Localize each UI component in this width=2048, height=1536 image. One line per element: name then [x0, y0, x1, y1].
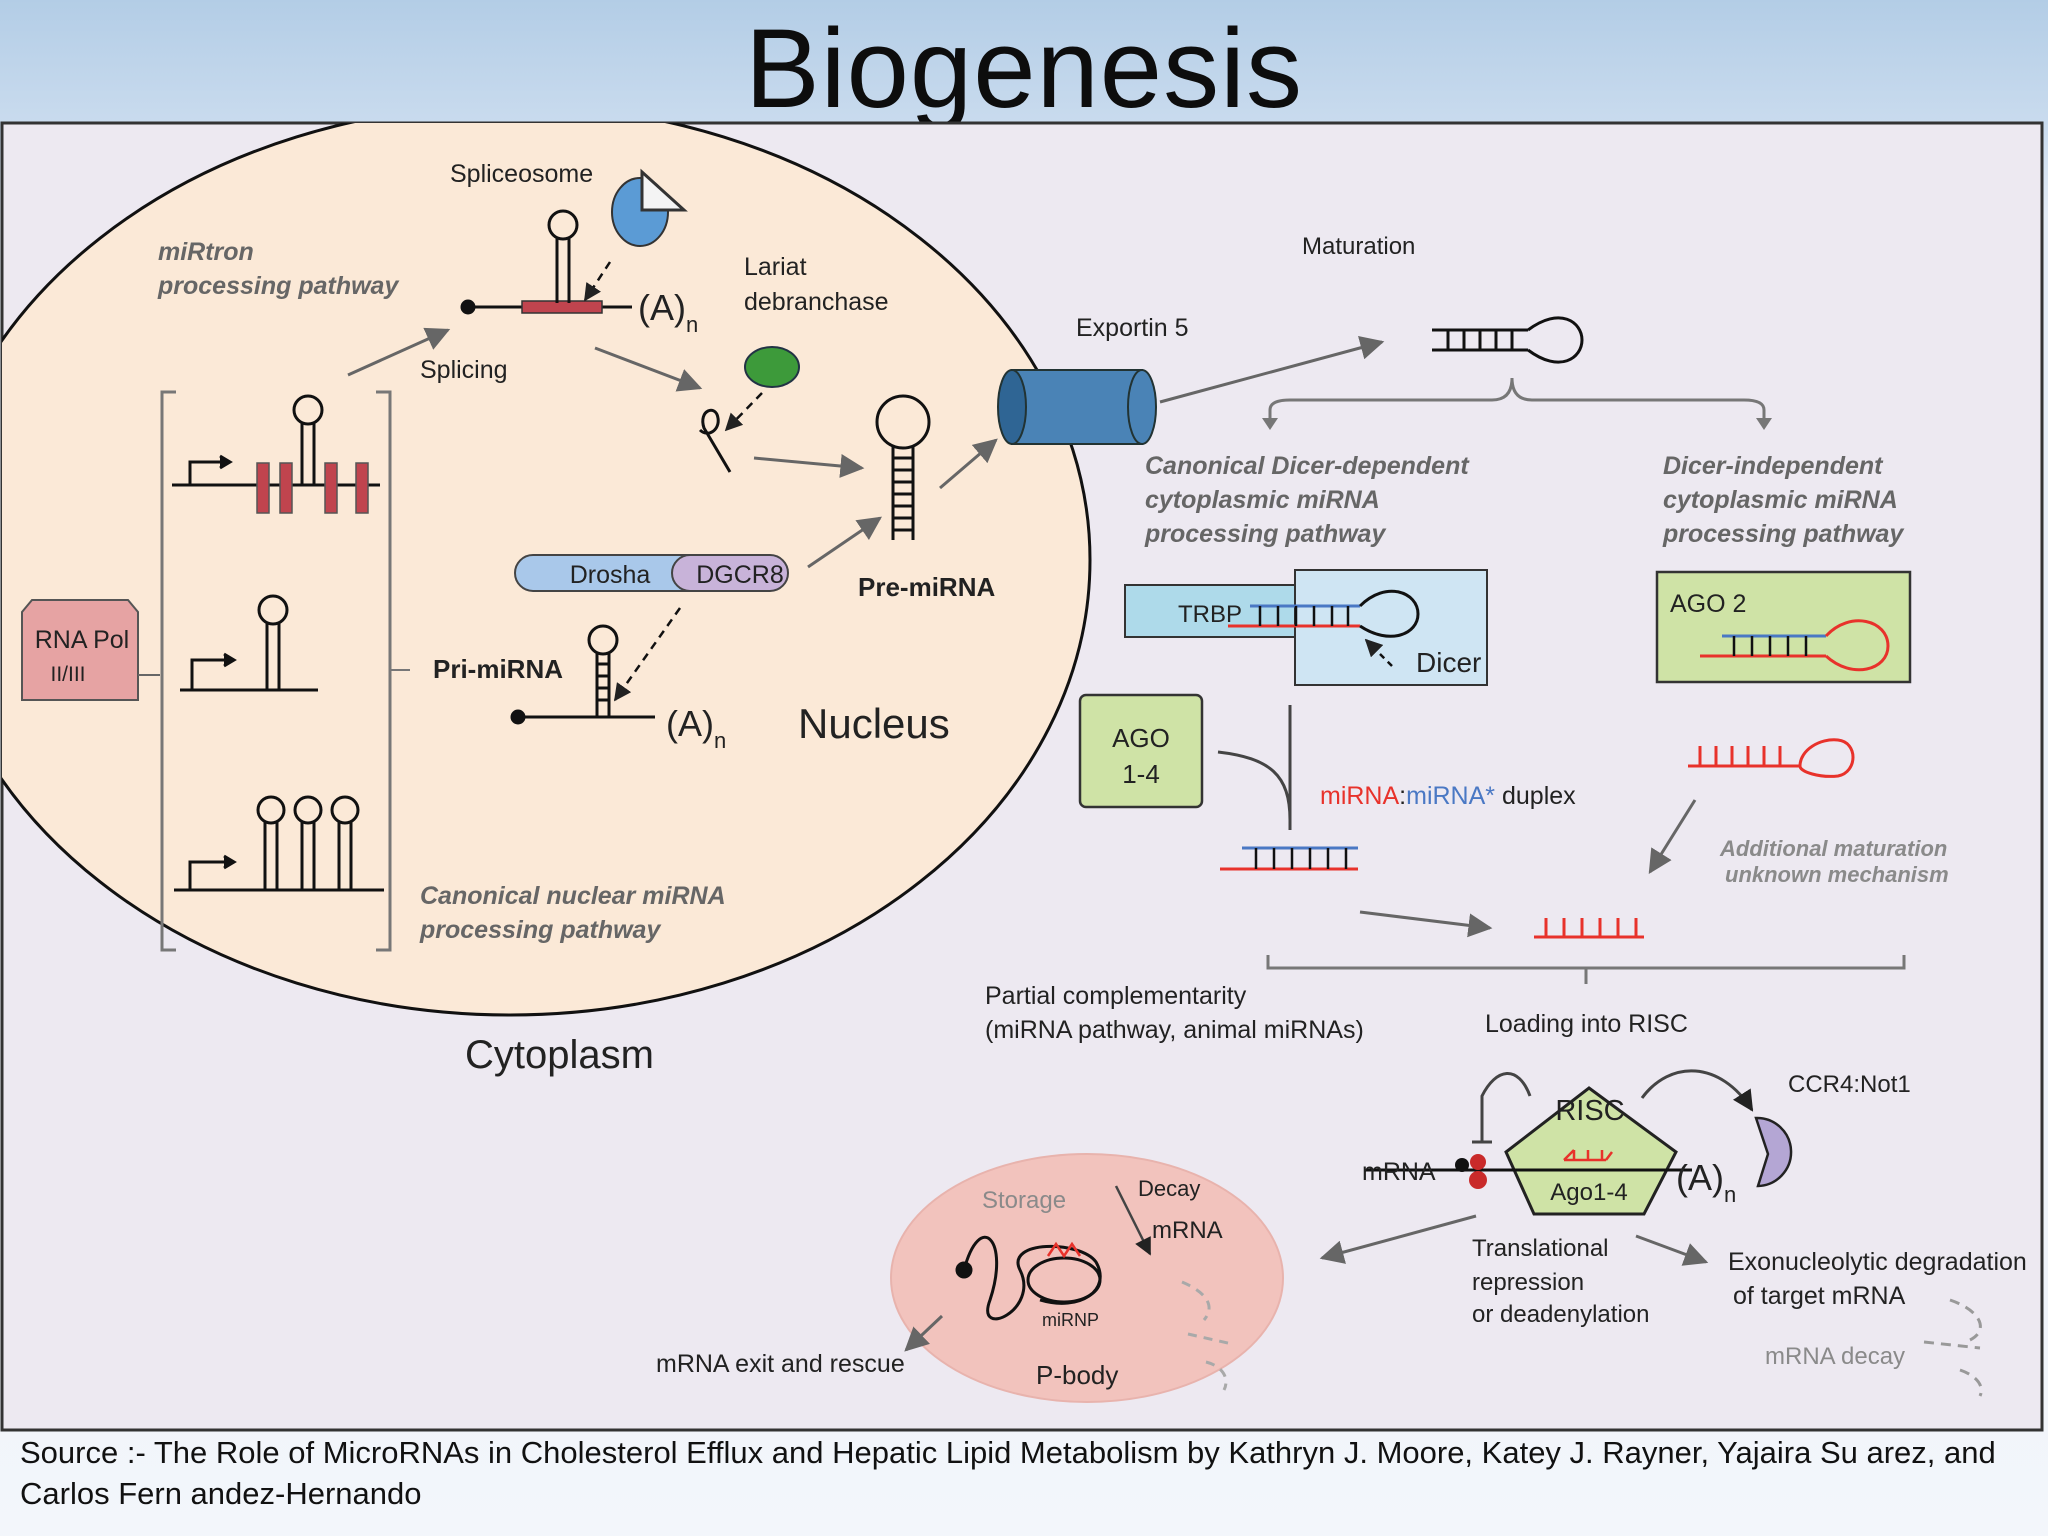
- maturation-label: Maturation: [1302, 233, 1415, 260]
- canonical-dicer-label-2: cytoplasmic miRNA: [1145, 486, 1380, 514]
- lariat: [698, 392, 763, 473]
- pre-mirna-hairpin: [875, 394, 931, 540]
- gene-cluster: [174, 795, 384, 892]
- partial-label-2: (miRNA pathway, animal miRNAs): [985, 1016, 1364, 1044]
- mrna-decay-label: mRNA decay: [1765, 1343, 1905, 1370]
- trbp-dicer-complex: TRBP Dicer: [1124, 569, 1488, 686]
- maturation-brace: [1268, 377, 1766, 428]
- dgcr8-label: DGCR8: [696, 561, 784, 589]
- ago14-label-2: 1-4: [1122, 759, 1160, 789]
- risc-label: RISC: [1555, 1095, 1624, 1127]
- loading-label: Loading into RISC: [1485, 1010, 1688, 1038]
- poly-a-pri: (A)n: [666, 703, 726, 753]
- mirnp-label: miRNP: [1042, 1310, 1099, 1330]
- cytoplasm-label: Cytoplasm: [465, 1033, 654, 1077]
- spliceosome-shape: [611, 168, 688, 247]
- drosha-dgcr8-complex: Drosha DGCR8: [514, 554, 789, 592]
- dicer-label: Dicer: [1416, 647, 1481, 678]
- canonical-dicer-label-3: processing pathway: [1144, 520, 1386, 548]
- duplex-label: miRNA:miRNA* duplex: [1320, 782, 1576, 810]
- canonical-dicer-label-1: Canonical Dicer-dependent: [1145, 452, 1470, 480]
- exportin-5-channel: [997, 369, 1157, 445]
- decay-label: Decay: [1138, 1176, 1200, 1201]
- translational-label-1: Translational: [1472, 1235, 1609, 1262]
- ago2-label: AGO 2: [1670, 590, 1746, 618]
- pre-mirna-label: Pre-miRNA: [858, 572, 995, 602]
- ago14-label-1: AGO: [1112, 723, 1170, 753]
- p-body-label: P-body: [1036, 1360, 1118, 1390]
- dicer-indep-label-2: cytoplasmic miRNA: [1663, 486, 1898, 514]
- trbp-label: TRBP: [1178, 601, 1242, 628]
- decay-fragments: [1923, 1298, 1983, 1397]
- pri-mirna-transcript: [510, 607, 682, 725]
- exportin-label: Exportin 5: [1076, 314, 1189, 342]
- mirna-duplex: [1220, 846, 1358, 871]
- splicing-label: Splicing: [420, 356, 508, 384]
- poly-a-mirtron: (A)n: [638, 287, 698, 337]
- mrna-exit-label: mRNA exit and rescue: [656, 1350, 905, 1378]
- canonical-nuclear-label-1: Canonical nuclear miRNA: [420, 882, 726, 910]
- stored-mrna: [955, 1235, 1102, 1321]
- drosha-label: Drosha: [570, 561, 651, 589]
- partial-label-1: Partial complementarity: [985, 982, 1247, 1010]
- exonucleolytic-label-1: Exonucleolytic degradation: [1728, 1248, 2027, 1276]
- lariat-label-1: Lariat: [744, 253, 807, 281]
- loading-brace: [1266, 955, 1906, 984]
- lariat-debranchase-shape: [744, 346, 800, 388]
- dicer-indep-label-3: processing pathway: [1662, 520, 1904, 548]
- lariat-label-2: debranchase: [744, 288, 889, 316]
- gene-single: [180, 594, 318, 692]
- ccr4-shape: [1754, 1116, 1793, 1188]
- translational-label-3: or deadenylation: [1472, 1301, 1649, 1328]
- exported-pre-mirna: [1432, 316, 1584, 364]
- pri-mirna-label: Pri-miRNA: [433, 654, 563, 684]
- intron-transcript: [460, 209, 632, 315]
- mrna-label: mRNA: [1362, 1158, 1436, 1186]
- mirtron-label-2: processing pathway: [157, 272, 399, 300]
- mature-mirna: [1534, 918, 1644, 939]
- p-body-mrna-label: mRNA: [1152, 1217, 1223, 1244]
- mirtron-label-1: miRtron: [158, 238, 254, 266]
- slide-title: Biogenesis: [745, 6, 1303, 131]
- rna-pol-label-2: II/III: [50, 663, 85, 686]
- additional-label-1: Additional maturation: [1719, 836, 1947, 861]
- poly-a-risc: (A)n: [1676, 1157, 1736, 1207]
- nucleus-label: Nucleus: [798, 700, 950, 747]
- ago14-box: AGO 1-4: [1078, 693, 1204, 809]
- spliceosome-label: Spliceosome: [450, 160, 593, 188]
- storage-label: Storage: [982, 1187, 1066, 1214]
- ago2-cleaved-hairpin: [1688, 738, 1855, 778]
- ribosome-cap: [1455, 1154, 1487, 1189]
- rna-pol-label-1: RNA Pol: [35, 626, 129, 654]
- exonucleolytic-label-2: of target mRNA: [1733, 1282, 1906, 1310]
- ago2-complex: AGO 2: [1655, 570, 1912, 684]
- canonical-nuclear-label-2: processing pathway: [419, 916, 661, 944]
- translational-label-2: repression: [1472, 1269, 1584, 1296]
- p-body: [890, 1153, 1284, 1403]
- source-citation: Source :- The Role of MicroRNAs in Chole…: [20, 1435, 1996, 1511]
- gene-mirtron: [172, 394, 380, 514]
- dicer-indep-label-1: Dicer-independent: [1663, 452, 1884, 480]
- ago-risc-label: Ago1-4: [1550, 1179, 1627, 1206]
- ccr4-label: CCR4:Not1: [1788, 1071, 1911, 1098]
- risc-pentagon: [1504, 1086, 1678, 1216]
- rna-pol-box: RNA Pol II/III: [21, 599, 139, 701]
- additional-label-2: unknown mechanism: [1725, 862, 1949, 887]
- p-body-decay-fragments: [1181, 1280, 1233, 1391]
